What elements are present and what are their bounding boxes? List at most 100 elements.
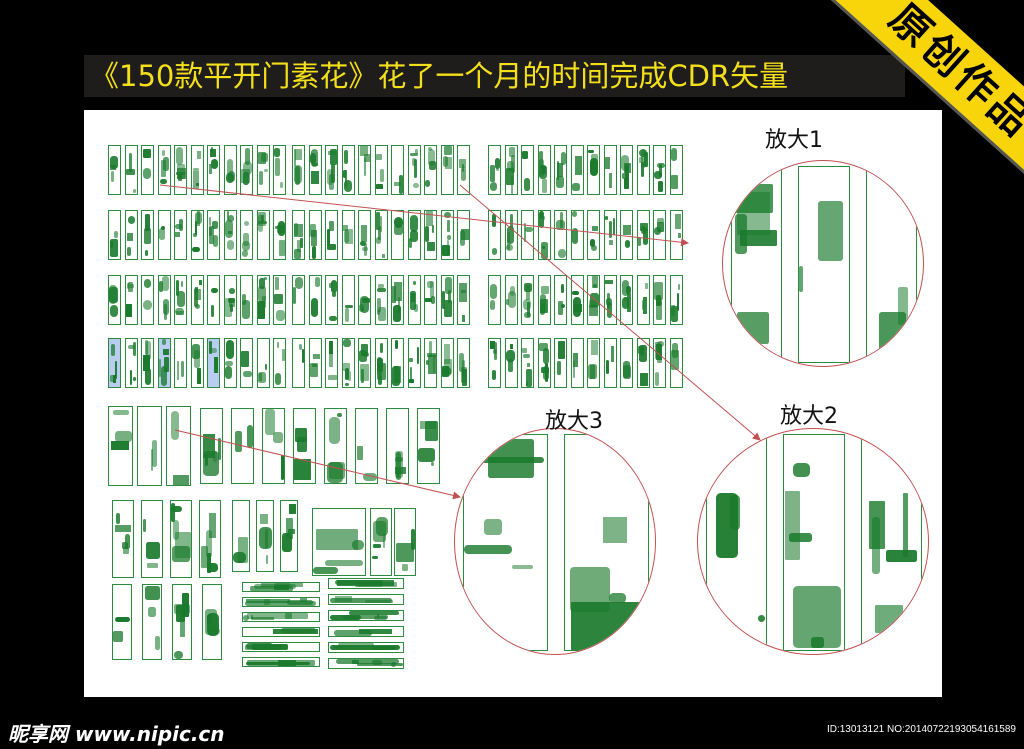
door-pattern bbox=[391, 210, 404, 260]
door-pattern bbox=[669, 145, 683, 195]
door-pattern bbox=[190, 275, 204, 325]
door-pattern bbox=[328, 594, 404, 605]
door-pattern bbox=[242, 657, 320, 667]
door-pattern bbox=[783, 434, 845, 651]
door-pattern bbox=[242, 612, 320, 622]
door-pattern bbox=[207, 338, 220, 388]
door-pattern bbox=[256, 145, 270, 195]
door-pattern bbox=[636, 338, 650, 388]
door-pattern bbox=[636, 210, 650, 260]
door-pattern bbox=[636, 275, 650, 325]
door-pattern bbox=[199, 500, 221, 578]
door-pattern bbox=[407, 145, 421, 195]
zoom-label-3: 放大3 bbox=[545, 409, 603, 434]
door-pattern bbox=[170, 500, 192, 578]
door-pattern bbox=[328, 642, 404, 653]
door-pattern bbox=[537, 145, 551, 195]
door-pattern bbox=[394, 508, 416, 576]
door-pattern bbox=[603, 275, 617, 325]
door-pattern bbox=[108, 275, 121, 325]
door-pattern bbox=[341, 275, 355, 325]
door-pattern bbox=[174, 210, 187, 260]
door-pattern bbox=[293, 408, 316, 484]
arrow-2 bbox=[459, 184, 761, 441]
door-pattern bbox=[341, 145, 355, 195]
door-pattern bbox=[141, 145, 154, 195]
door-pattern bbox=[112, 500, 134, 578]
door-pattern bbox=[325, 275, 338, 325]
door-pattern bbox=[242, 627, 320, 637]
door-pattern bbox=[374, 210, 388, 260]
door-pattern bbox=[273, 338, 286, 388]
door-pattern bbox=[706, 434, 768, 651]
door-pattern bbox=[124, 338, 138, 388]
door-pattern bbox=[141, 210, 154, 260]
arrow-3 bbox=[174, 429, 461, 500]
door-pattern bbox=[370, 508, 392, 576]
door-pattern bbox=[537, 338, 551, 388]
door-pattern bbox=[860, 434, 922, 651]
door-pattern bbox=[504, 145, 518, 195]
door-pattern bbox=[157, 210, 171, 260]
door-pattern bbox=[174, 275, 187, 325]
door-pattern bbox=[587, 338, 600, 388]
door-pattern bbox=[603, 338, 617, 388]
door-pattern bbox=[391, 338, 404, 388]
door-pattern bbox=[407, 275, 421, 325]
door-pattern bbox=[798, 166, 850, 363]
door-pattern bbox=[386, 408, 409, 484]
door-pattern bbox=[620, 338, 633, 388]
door-pattern bbox=[292, 338, 305, 388]
door-pattern bbox=[256, 210, 270, 260]
door-pattern bbox=[603, 210, 617, 260]
title-banner: 《150款平开门素花》花了一个月的时间完成CDR矢量 bbox=[84, 55, 905, 97]
zoom-circle-2 bbox=[697, 428, 929, 655]
door-pattern bbox=[242, 597, 320, 607]
door-pattern bbox=[424, 338, 437, 388]
door-pattern bbox=[292, 210, 305, 260]
door-pattern bbox=[587, 145, 600, 195]
door-pattern bbox=[440, 338, 454, 388]
door-pattern bbox=[457, 338, 470, 388]
door-pattern bbox=[521, 275, 534, 325]
door-pattern bbox=[620, 145, 633, 195]
door-pattern bbox=[355, 408, 378, 484]
door-pattern bbox=[669, 210, 683, 260]
door-pattern bbox=[157, 338, 171, 388]
door-pattern bbox=[190, 338, 204, 388]
door-pattern bbox=[280, 500, 298, 572]
door-pattern bbox=[273, 275, 286, 325]
door-pattern bbox=[457, 210, 470, 260]
door-pattern bbox=[457, 145, 470, 195]
door-pattern bbox=[240, 210, 253, 260]
door-pattern bbox=[308, 210, 322, 260]
door-pattern bbox=[358, 210, 371, 260]
door-pattern bbox=[424, 275, 437, 325]
door-pattern bbox=[223, 145, 237, 195]
door-pattern bbox=[190, 210, 204, 260]
door-pattern bbox=[391, 275, 404, 325]
door-pattern bbox=[256, 338, 270, 388]
door-pattern bbox=[504, 210, 518, 260]
door-pattern bbox=[463, 434, 548, 651]
door-pattern bbox=[358, 145, 371, 195]
door-pattern bbox=[166, 406, 191, 486]
door-pattern bbox=[223, 275, 237, 325]
door-pattern bbox=[554, 275, 567, 325]
image-id: ID:13013121 NO:20140722193054161589 bbox=[826, 724, 1016, 735]
door-pattern bbox=[504, 338, 518, 388]
door-pattern bbox=[108, 406, 133, 486]
door-pattern bbox=[207, 210, 220, 260]
door-pattern bbox=[488, 338, 501, 388]
door-pattern bbox=[190, 145, 204, 195]
door-pattern bbox=[570, 145, 584, 195]
door-pattern bbox=[292, 275, 305, 325]
door-pattern bbox=[570, 338, 584, 388]
door-pattern bbox=[141, 500, 163, 578]
door-pattern bbox=[424, 145, 437, 195]
door-pattern bbox=[457, 275, 470, 325]
door-pattern bbox=[308, 275, 322, 325]
door-pattern bbox=[653, 210, 666, 260]
door-pattern bbox=[112, 584, 132, 660]
